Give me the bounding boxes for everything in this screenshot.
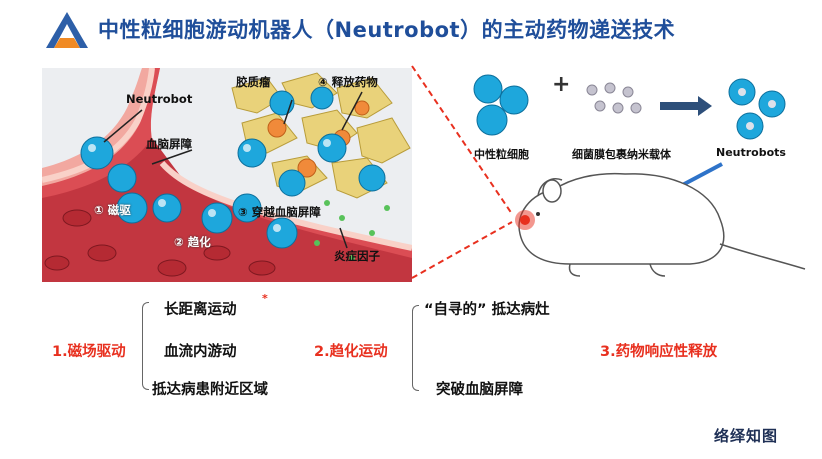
group1-title: 1.磁场驱动 (52, 344, 126, 360)
label-neutrophil: 中性粒细胞 (474, 148, 529, 161)
bbb-illustration: Neutrobot 血脑屏障 ① 磁驱 ② 趋化 ③ 穿越血脑屏障 胶质瘤 ④ … (42, 68, 412, 282)
label-bbb: 血脑屏障 (146, 137, 192, 151)
label-crossing: ③ 穿越血脑屏障 (238, 205, 321, 219)
label-neutrobots: Neutrobots (716, 146, 786, 159)
bbb-illustration-art (42, 68, 412, 282)
label-glioma: 胶质瘤 (236, 75, 271, 89)
group2-title: 2.趋化运动 (314, 344, 388, 360)
label-chemotaxis: ② 趋化 (174, 235, 211, 249)
plus-icon: + (552, 72, 571, 97)
group1-item-1: 长距离运动 (164, 302, 237, 318)
group2-item-1: “自寻的” 抵达病灶 (424, 302, 550, 318)
group2-item-2: 突破血脑屏障 (436, 382, 523, 398)
brand-watermark: 络绎知图 (713, 427, 778, 445)
brand-logo-icon (46, 12, 88, 48)
zoom-connector (411, 65, 513, 279)
label-neutrobot: Neutrobot (126, 92, 193, 106)
group1-item-3: 抵达病患附近区域 (152, 382, 268, 398)
page-title: 中性粒细胞游动机器人（Neutrobot）的主动药物递送技术 (98, 18, 676, 42)
label-release: ④ 释放药物 (318, 75, 378, 89)
preparation-illustration: 中性粒细胞 + 细菌膜包裹纳米载体 Neutrobots (420, 64, 815, 280)
label-inflammatory: 炎症因子 (334, 249, 380, 263)
group2-brace (412, 305, 419, 391)
label-magnetic: ① 磁驱 (94, 203, 131, 217)
preparation-art (473, 74, 806, 277)
group1-item-2: 血流内游动 (164, 344, 237, 360)
marker-asterisk: * (262, 292, 268, 305)
label-nanocarrier: 细菌膜包裹纳米载体 (572, 148, 671, 161)
group1-brace (142, 302, 149, 390)
group3-title: 3.药物响应性释放 (600, 344, 718, 360)
